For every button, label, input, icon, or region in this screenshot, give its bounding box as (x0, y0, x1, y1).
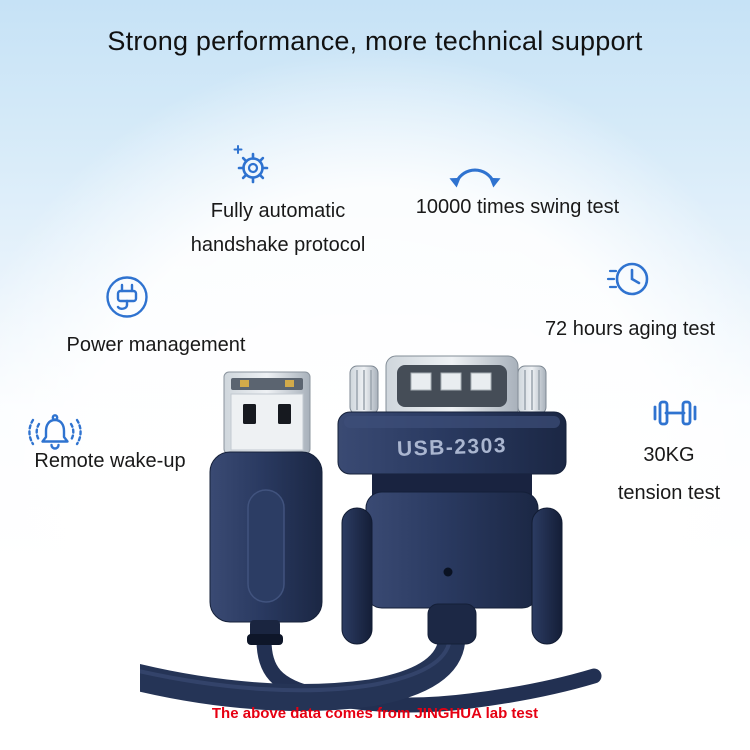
db9-cable-highlight (140, 634, 452, 693)
thumbscrew-left (349, 365, 379, 415)
product-photo: USB-2303 (140, 355, 602, 713)
db9-slot (470, 372, 492, 391)
db9-slot (440, 372, 462, 391)
feature-line: 72 hours aging test (544, 318, 716, 340)
usb-contact (285, 380, 294, 387)
dumbbell-icon (650, 394, 700, 437)
usb-pin-hole (243, 404, 256, 424)
thumbscrew-right (517, 365, 547, 415)
db9-slot (410, 372, 432, 391)
feature-line: tension test (617, 482, 721, 504)
feature-line: Fully automatic (210, 200, 346, 222)
db9-screw-shaft-left (341, 507, 373, 645)
feature-line: Power management (66, 334, 246, 356)
feature-line: 30KG (643, 444, 695, 466)
db9-vent-hole (443, 567, 453, 577)
db9-neck (427, 603, 477, 645)
gear-icon (230, 144, 274, 193)
clock-icon (606, 256, 652, 307)
db9-screw-shaft-right (531, 507, 563, 645)
feature-line: handshake protocol (190, 234, 366, 256)
page-title: Strong performance, more technical suppo… (107, 26, 643, 56)
usb-tongue (230, 393, 304, 451)
bell-icon (26, 408, 84, 459)
cables (140, 622, 602, 713)
feature-line: Remote wake-up (34, 450, 186, 472)
swing-arrows-icon (448, 156, 502, 195)
db9-flange-bevel (344, 416, 560, 428)
db9-lower-body (365, 491, 539, 609)
usb-contact (240, 380, 249, 387)
power-plug-icon (104, 274, 150, 325)
feature-tension-label: 30KG tension test (594, 436, 744, 512)
usb-neck (250, 620, 280, 638)
feature-power-label: Power management (44, 334, 268, 357)
usb-body-pill (247, 489, 285, 603)
model-label: USB-2303 (397, 434, 508, 461)
db9-cable (140, 622, 466, 711)
feature-wakeup-label: Remote wake-up (8, 450, 212, 473)
feature-line: 10000 times swing test (415, 196, 620, 218)
feature-handshake-label: Fully automatic handshake protocol (148, 194, 408, 262)
db9-connector: USB-2303 (337, 355, 567, 645)
feature-swing-label: 10000 times swing test (400, 196, 635, 219)
usb-cable-band (247, 634, 283, 645)
usb-a-connector (209, 371, 323, 645)
lab-test-footnote: The above data comes from JINGHUA lab te… (211, 705, 539, 722)
usb-cable (256, 632, 602, 713)
usb-pin-hole (278, 404, 291, 424)
feature-aging-label: 72 hours aging test (524, 318, 736, 341)
